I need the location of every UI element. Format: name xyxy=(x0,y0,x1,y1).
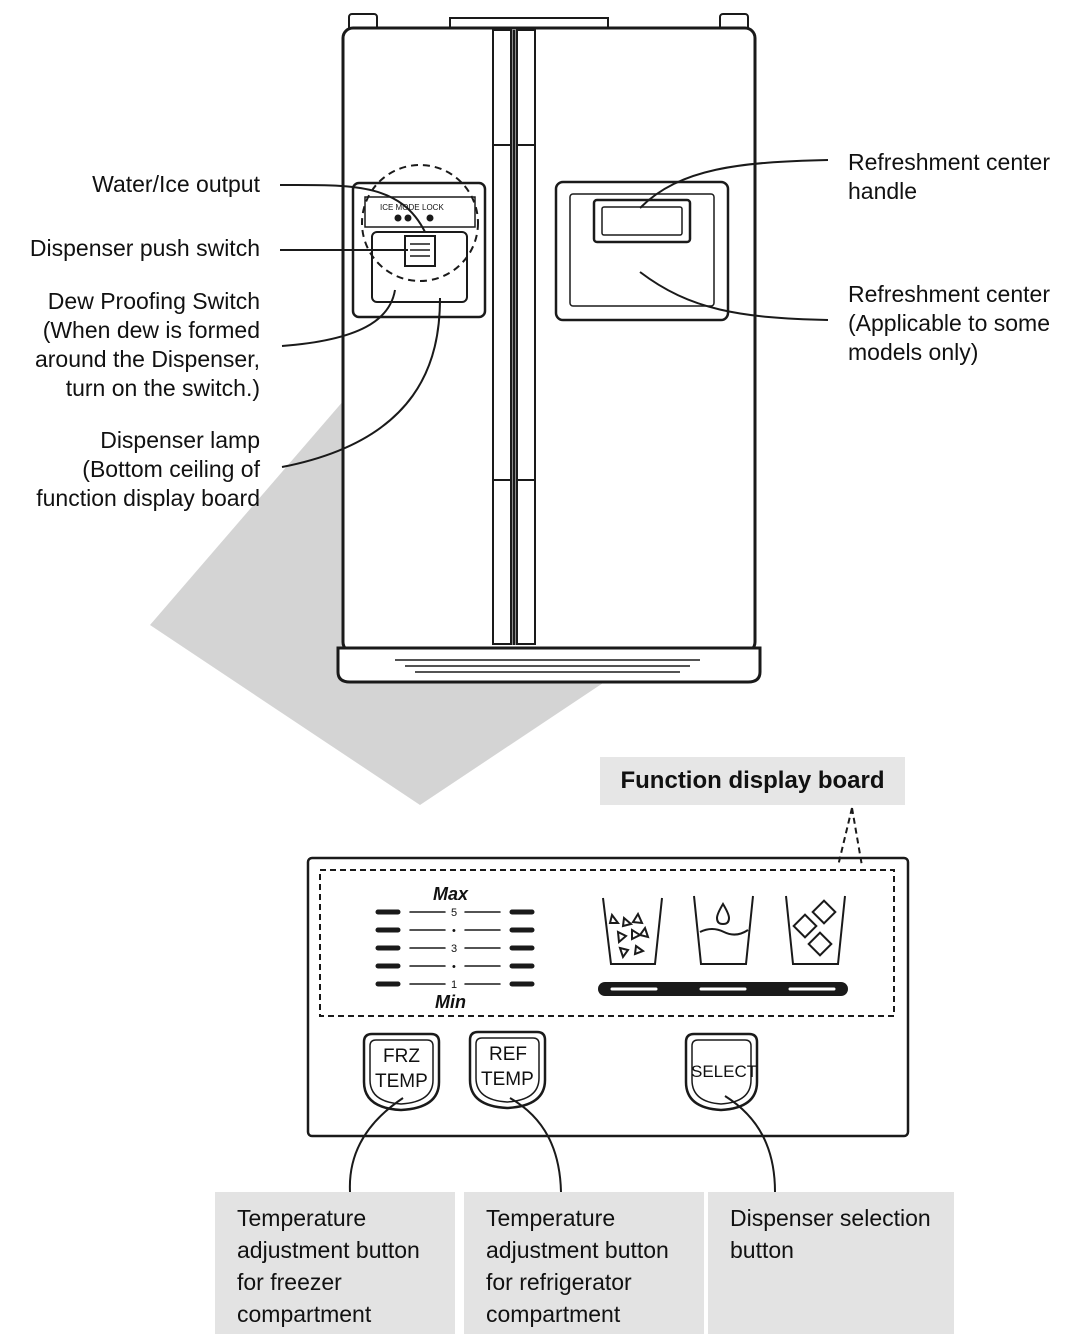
temperature-scale xyxy=(375,909,535,987)
description-dispenser-button: Dispenser selection button xyxy=(708,1192,954,1334)
fridge-cabinet xyxy=(341,26,757,654)
leader-water-ice xyxy=(279,183,426,233)
ref-temp-button[interactable]: REF TEMP xyxy=(468,1030,547,1110)
refrigerator-handle xyxy=(516,29,536,645)
leader-refreshment-center xyxy=(639,271,829,321)
left-leader-lines xyxy=(279,183,441,468)
function-display-board-title: Function display board xyxy=(600,757,905,805)
scale-max-label: Max xyxy=(433,884,469,904)
description-freezer-button: Temperature adjustment button for freeze… xyxy=(215,1192,455,1334)
dispenser-panel-right-label: LOCK xyxy=(422,203,444,212)
dispenser-highlight-circle xyxy=(361,164,479,282)
scale-tick-3: 3 xyxy=(451,943,457,955)
frz-temp-button[interactable]: FRZ TEMP xyxy=(362,1032,441,1112)
scale-dot-2: • xyxy=(452,961,456,973)
description-refrigerator-button: Temperature adjustment button for refrig… xyxy=(464,1192,704,1334)
freezer-handle xyxy=(492,29,512,645)
scale-dot-4: • xyxy=(452,925,456,937)
right-leader-lines xyxy=(639,159,829,321)
scale-tick-5: 5 xyxy=(451,907,457,919)
crushed-ice-icon xyxy=(602,897,663,965)
ref-button-line2: TEMP xyxy=(481,1069,534,1090)
ref-button-line1: REF xyxy=(489,1044,527,1065)
select-button[interactable]: SELECT xyxy=(684,1032,759,1112)
refreshment-center xyxy=(554,180,730,322)
button-leader-lines xyxy=(348,1095,776,1193)
refrigerator xyxy=(336,13,762,684)
callout-dispenser-push-switch: Dispenser push switch xyxy=(29,235,260,261)
water-icon xyxy=(693,895,754,965)
leader-lamp xyxy=(281,297,441,468)
fridge-base xyxy=(336,646,762,684)
callout-refreshment-center-handle: Refreshment center handle xyxy=(848,149,1050,204)
leader-dew-switch xyxy=(281,289,396,347)
frz-button-line1: FRZ xyxy=(383,1046,420,1067)
select-button-label: SELECT xyxy=(691,1062,757,1081)
scale-tick-1: 1 xyxy=(451,979,457,991)
dispenser-panel-left-label: ICE MODE xyxy=(380,203,420,212)
leader-refreshment-handle xyxy=(639,159,829,209)
callout-water-ice-output: Water/Ice output xyxy=(92,171,260,197)
scale-min-label: Min xyxy=(435,992,466,1012)
frz-button-line2: TEMP xyxy=(375,1071,428,1092)
callout-dew-proofing-switch: Dew Proofing Switch (When dew is formed … xyxy=(34,288,260,401)
callout-refreshment-center: Refreshment center (Applicable to some m… xyxy=(848,281,1050,365)
dispenser-push-pad xyxy=(404,235,436,267)
callout-dispenser-lamp: Dispenser lamp (Bottom ceiling of functi… xyxy=(36,427,260,511)
cubed-ice-icon xyxy=(785,895,846,965)
